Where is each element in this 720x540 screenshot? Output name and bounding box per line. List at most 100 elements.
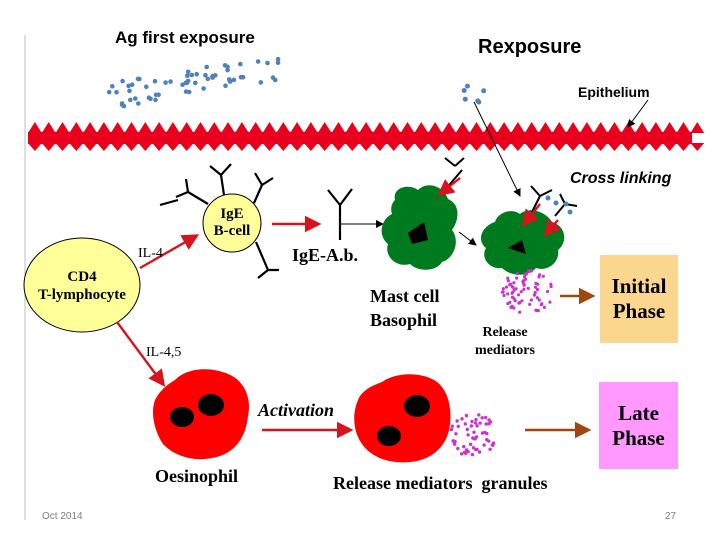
page-number: 27	[665, 511, 677, 522]
particle	[456, 424, 460, 428]
ige-ab-label: IgE-A.b.	[292, 245, 359, 265]
particle	[135, 76, 141, 82]
footer-date: Oct 2014	[42, 511, 83, 522]
particle	[534, 281, 538, 285]
particle	[529, 269, 534, 273]
particle	[527, 269, 531, 273]
particle	[528, 302, 532, 306]
particle	[225, 64, 230, 70]
particle	[475, 424, 479, 428]
il45-arrow	[116, 321, 166, 387]
particle	[475, 98, 481, 104]
particle	[186, 89, 192, 95]
late-phase-line2: Phase	[612, 425, 665, 450]
particle	[533, 290, 537, 295]
particle	[194, 71, 199, 77]
particle	[515, 276, 519, 280]
il4-label: IL-4	[138, 246, 163, 261]
particle	[456, 446, 460, 451]
release-mediators-granules-label: Release mediators granules	[333, 473, 548, 493]
particle	[470, 419, 474, 424]
particle	[506, 279, 510, 283]
particle	[460, 417, 464, 421]
particle	[231, 77, 237, 83]
particle	[548, 300, 552, 304]
particle	[265, 60, 270, 66]
particle	[127, 88, 132, 94]
mast-cell-basophil-label: Mast cell Basophil	[370, 284, 439, 332]
particle	[146, 95, 152, 100]
particle	[180, 82, 185, 87]
particle	[480, 416, 484, 420]
ige-bcell-label-line2: B-cell	[213, 223, 251, 239]
particle	[227, 79, 233, 84]
epithelium-pointer-arrow	[627, 99, 649, 128]
particle	[468, 442, 473, 446]
particle	[491, 443, 495, 447]
particle	[522, 287, 526, 291]
particle	[484, 415, 488, 420]
particle	[201, 86, 206, 91]
late-phase-line1: Late	[618, 400, 659, 425]
particle	[106, 89, 112, 95]
particle	[470, 452, 475, 457]
b-cell-with-ige-antibodies	[159, 163, 279, 279]
particle	[508, 300, 512, 304]
cross-linking-label: Cross linking	[570, 170, 672, 187]
particle	[110, 84, 115, 89]
particle	[128, 97, 133, 103]
particle	[270, 75, 276, 80]
particle	[501, 290, 505, 294]
particle	[535, 287, 540, 292]
mast-cell	[381, 157, 465, 270]
particle	[152, 78, 158, 84]
reexposure-antigen-path-arrow	[473, 101, 521, 197]
particle	[450, 424, 454, 428]
particle	[540, 302, 544, 306]
particle	[238, 61, 243, 67]
particle	[518, 310, 522, 314]
crosslinked-mast-cell	[480, 185, 578, 275]
particle	[477, 413, 481, 417]
particle	[136, 101, 141, 106]
particle	[465, 83, 470, 89]
particle	[238, 74, 244, 80]
particle	[481, 88, 487, 94]
particle	[488, 420, 493, 424]
rexposure-label: Rexposure	[478, 36, 582, 58]
particle	[464, 413, 469, 418]
particle	[532, 293, 537, 297]
oesinophil-label: Oesinophil	[155, 466, 239, 486]
particle	[185, 69, 191, 75]
particle	[535, 296, 539, 300]
particle	[515, 272, 519, 276]
mast-cell-label: Mast cell	[370, 286, 440, 306]
particle	[121, 103, 127, 109]
particle	[520, 299, 524, 303]
particle	[185, 78, 191, 84]
particle	[546, 289, 550, 294]
activation-label: Activation	[258, 400, 334, 420]
particle	[466, 433, 470, 437]
ag-first-exposure-label: Ag first exposure	[115, 28, 255, 47]
particle	[549, 284, 553, 289]
particle	[275, 60, 281, 66]
particle	[512, 281, 516, 285]
particle	[537, 298, 541, 302]
release-label-line1: Release	[482, 325, 528, 340]
il45-label: IL-4,5	[146, 345, 182, 360]
particle	[210, 75, 215, 80]
particle	[506, 292, 510, 296]
particle	[535, 308, 539, 313]
particle	[465, 427, 469, 432]
particle	[518, 301, 522, 305]
particle	[504, 285, 509, 289]
release-label-line2: mediators	[475, 343, 535, 358]
particle	[472, 430, 476, 434]
eosinophil-cell	[152, 369, 250, 460]
ige-bcell-label: IgE B-cell	[203, 206, 261, 240]
particle	[163, 80, 168, 85]
particle	[526, 286, 530, 290]
particle	[502, 293, 506, 298]
